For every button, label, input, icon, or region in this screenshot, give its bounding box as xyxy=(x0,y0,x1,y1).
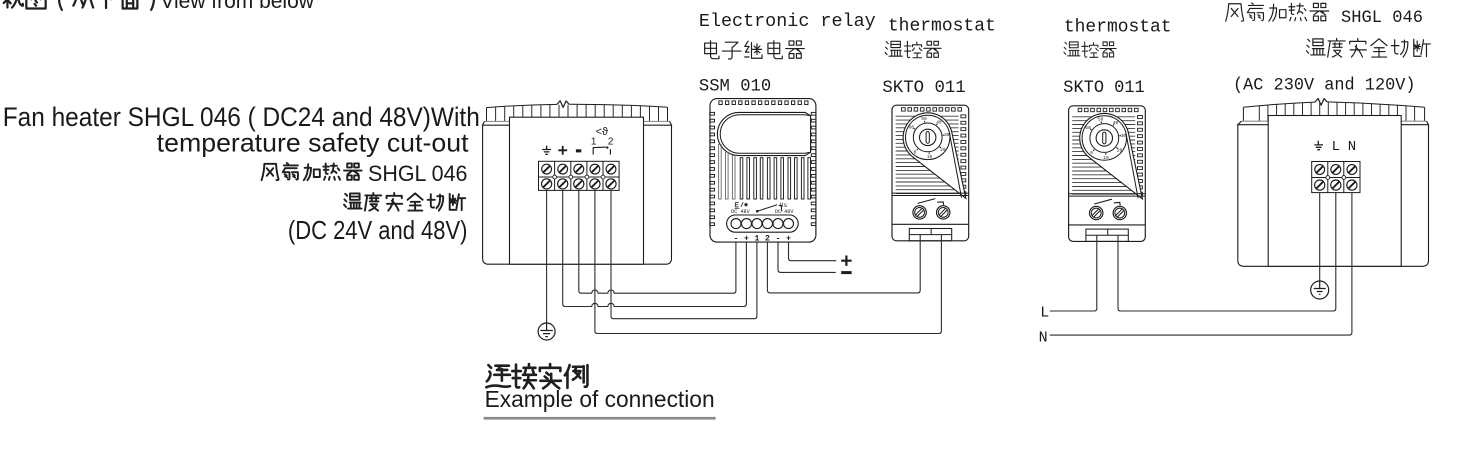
svg-text:thermostat: thermostat xyxy=(1064,17,1172,38)
svg-text:N: N xyxy=(1348,139,1356,155)
svg-text:SKTO 011: SKTO 011 xyxy=(882,78,965,98)
svg-text:Electronic relay: Electronic relay xyxy=(699,11,876,32)
svg-text:DC 48V: DC 48V xyxy=(731,209,750,215)
svg-text:View from below: View from below xyxy=(160,0,314,13)
svg-text:SSM 010: SSM 010 xyxy=(699,77,771,97)
svg-text:L: L xyxy=(1040,304,1049,321)
svg-text:SHGL 046: SHGL 046 xyxy=(1341,8,1423,28)
svg-text:30: 30 xyxy=(944,132,950,138)
svg-text:Example of connection: Example of connection xyxy=(485,386,715,412)
svg-text:Us: Us xyxy=(780,202,788,209)
svg-text:2: 2 xyxy=(765,235,770,244)
svg-text:DC 48V: DC 48V xyxy=(775,209,794,215)
svg-text:temperature safety cut-out: temperature safety cut-out xyxy=(157,128,470,158)
svg-text:2: 2 xyxy=(608,136,614,147)
svg-text:40: 40 xyxy=(936,119,942,125)
svg-text:L: L xyxy=(1332,139,1340,155)
svg-text:1: 1 xyxy=(755,235,760,244)
svg-text:N: N xyxy=(1039,329,1048,346)
svg-text:<ϑ: <ϑ xyxy=(596,126,608,138)
svg-text:10: 10 xyxy=(927,154,933,160)
svg-text:-: - xyxy=(776,235,781,244)
svg-text:-: - xyxy=(734,235,739,244)
svg-text:thermostat: thermostat xyxy=(888,16,996,37)
svg-text:+: + xyxy=(744,235,749,244)
svg-text:SHGL 046: SHGL 046 xyxy=(368,161,468,186)
svg-text:(DC 24V and 48V): (DC 24V and 48V) xyxy=(288,215,468,245)
svg-text:1: 1 xyxy=(591,136,597,147)
svg-text:(AC 230V and 120V): (AC 230V and 120V) xyxy=(1233,76,1416,96)
svg-text:Fan heater SHGL 046 ( DC24 and: Fan heater SHGL 046 ( DC24 and 48V)With xyxy=(3,102,480,132)
svg-text:20: 20 xyxy=(940,147,946,153)
svg-text:+: + xyxy=(786,235,791,244)
svg-text:0: 0 xyxy=(914,150,917,156)
svg-text:60: 60 xyxy=(909,125,915,131)
svg-text:50: 50 xyxy=(921,116,927,122)
svg-text:SKTO 011: SKTO 011 xyxy=(1063,78,1144,98)
